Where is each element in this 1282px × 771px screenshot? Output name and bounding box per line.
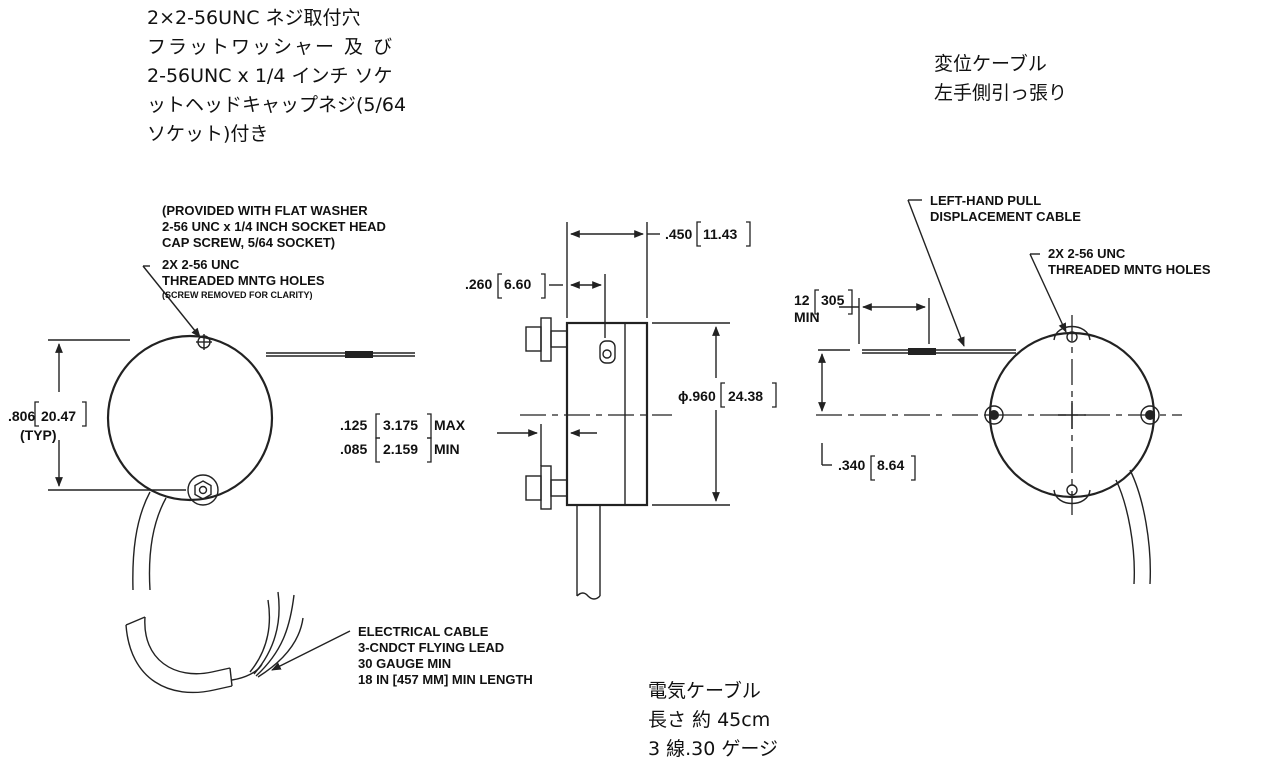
left-view: .806 20.47 (TYP) (PROVIDED WITH FLAT WAS… bbox=[8, 203, 415, 591]
callout-line: 2X 2-56 UNC bbox=[162, 257, 240, 272]
callout-provided-screw: (PROVIDED WITH FLAT WASHER 2-56 UNC x 1/… bbox=[162, 203, 386, 250]
callout-line: CAP SCREW, 5/64 SOCKET) bbox=[162, 235, 335, 250]
jp-note-line: 左手側引っ張り bbox=[934, 82, 1068, 104]
callout-line: 18 IN [457 MM] MIN LENGTH bbox=[358, 672, 533, 687]
right-view: 12 305 MIN .340 8.64 LEFT-HAND PULL DISP… bbox=[794, 193, 1211, 585]
jp-note-cable-pull: 変位ケーブル 左手側引っ張り bbox=[934, 50, 1067, 108]
dim-960: ϕ.960 bbox=[678, 388, 716, 404]
jp-note-line: 2-56UNC x 1/4 インチ ソケ bbox=[147, 65, 393, 87]
dim-125: .125 bbox=[340, 417, 367, 433]
dim-085: .085 bbox=[340, 441, 367, 457]
callout-line: DISPLACEMENT CABLE bbox=[930, 209, 1081, 224]
callout-line: (PROVIDED WITH FLAT WASHER bbox=[162, 203, 368, 218]
side-view: .450 11.43 .260 6.60 ϕ.960 24.38 .125 3.… bbox=[340, 221, 777, 600]
callout-line: 2-56 UNC x 1/4 INCH SOCKET HEAD bbox=[162, 219, 386, 234]
jp-note-line: 長さ 約 45cm bbox=[648, 709, 771, 731]
screw-head-icon bbox=[187, 474, 219, 506]
dim-125-mm: 3.175 bbox=[383, 417, 418, 433]
callout-line: 30 GAUGE MIN bbox=[358, 656, 451, 671]
side-screw-head bbox=[540, 465, 552, 510]
cable-ferrule bbox=[345, 351, 373, 358]
jp-note-mount: 2×2-56UNC ネジ取付穴 フラットワッシャー 及 び 2-56UNC x … bbox=[147, 4, 406, 149]
dim-12-mm: 305 bbox=[821, 292, 845, 308]
callout-line: THREADED MNTG HOLES bbox=[162, 273, 325, 288]
callout-line: (SCREW REMOVED FOR CLARITY) bbox=[162, 290, 313, 300]
callout-line: ELECTRICAL CABLE bbox=[358, 624, 489, 639]
dim-085-mm: 2.159 bbox=[383, 441, 418, 457]
dim-340-mm: 8.64 bbox=[877, 457, 904, 473]
dim-450-mm: 11.43 bbox=[703, 226, 737, 242]
callout-line: LEFT-HAND PULL bbox=[930, 193, 1041, 208]
callout-line: THREADED MNTG HOLES bbox=[1048, 262, 1211, 277]
dim-806: .806 bbox=[8, 408, 35, 424]
dim-typ: (TYP) bbox=[20, 427, 57, 443]
jp-note-line: 変位ケーブル bbox=[934, 53, 1047, 75]
jp-note-line: 2×2-56UNC ネジ取付穴 bbox=[147, 7, 361, 29]
dim-260-mm: 6.60 bbox=[504, 276, 531, 292]
jp-note-line: ソケット)付き bbox=[147, 123, 269, 145]
dim-260: .260 bbox=[465, 276, 492, 292]
electrical-cable-detail: ELECTRICAL CABLE 3-CNDCT FLYING LEAD 30 … bbox=[125, 591, 533, 694]
dim-min: MIN bbox=[434, 441, 460, 457]
jp-note-line: フラットワッシャー 及 び bbox=[147, 36, 395, 58]
cable-ferrule bbox=[908, 348, 936, 355]
jp-note-line: 3 線.30 ゲージ bbox=[648, 738, 779, 760]
dim-max: MAX bbox=[434, 417, 466, 433]
dim-960-mm: 24.38 bbox=[728, 388, 763, 404]
cable-port-icon bbox=[599, 340, 616, 364]
dim-12: 12 bbox=[794, 292, 810, 308]
callout-left-hand-pull: LEFT-HAND PULL DISPLACEMENT CABLE bbox=[930, 193, 1081, 224]
jp-note-electrical-cable: 電気ケーブル 長さ 約 45cm 3 線.30 ゲージ bbox=[648, 677, 778, 764]
callout-electrical-cable: ELECTRICAL CABLE 3-CNDCT FLYING LEAD 30 … bbox=[358, 624, 533, 687]
jp-note-line: 電気ケーブル bbox=[648, 680, 761, 702]
callout-mounting-holes-right: 2X 2-56 UNC THREADED MNTG HOLES bbox=[1048, 246, 1211, 277]
dim-12-min: MIN bbox=[794, 309, 820, 325]
dim-806-mm: 20.47 bbox=[41, 408, 76, 424]
callout-line: 2X 2-56 UNC bbox=[1048, 246, 1126, 261]
left-housing-circle bbox=[106, 334, 274, 502]
dim-340: .340 bbox=[838, 457, 865, 473]
jp-note-line: ットヘッドキャップネジ(5/64 bbox=[147, 94, 407, 116]
side-housing bbox=[565, 321, 649, 507]
side-screw-head bbox=[540, 317, 552, 362]
callout-mounting-holes-left: 2X 2-56 UNC THREADED MNTG HOLES (SCREW R… bbox=[162, 257, 325, 300]
callout-line: 3-CNDCT FLYING LEAD bbox=[358, 640, 504, 655]
dim-450: .450 bbox=[665, 226, 692, 242]
